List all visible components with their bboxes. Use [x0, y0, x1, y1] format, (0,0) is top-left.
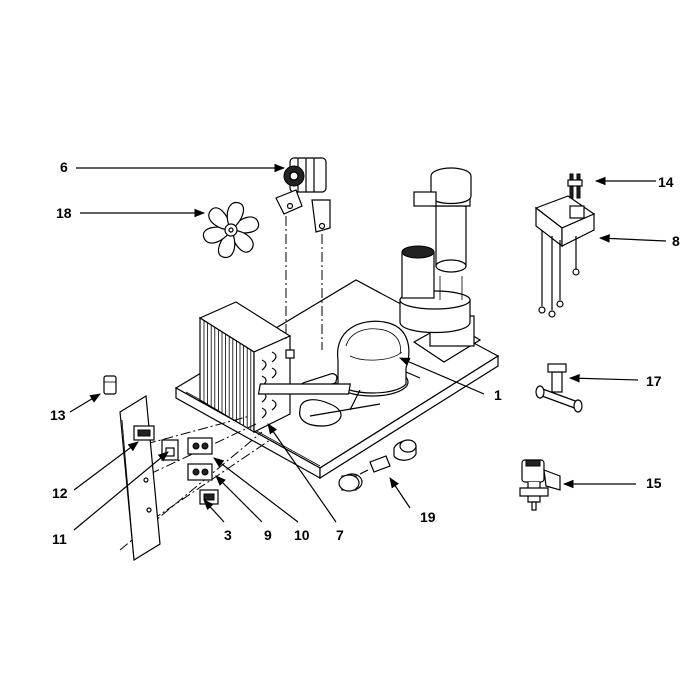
- pump-assembly: [399, 167, 482, 363]
- callout-9: 9: [264, 527, 272, 543]
- callout-11: 11: [52, 531, 67, 547]
- switch-lower: [187, 463, 213, 481]
- switch-upper: [187, 437, 213, 455]
- callout-6: 6: [60, 159, 68, 175]
- callout-8: 8: [672, 233, 680, 249]
- bracket: [161, 439, 179, 461]
- relay: [133, 425, 155, 441]
- callout-12: 12: [52, 485, 68, 501]
- callout-labels: 6 18 14 8 1 17 13 12 11 3 9 10 7 19 15: [50, 159, 680, 547]
- callout-13: 13: [50, 407, 66, 423]
- condenser-coil: [198, 301, 295, 434]
- callout-3: 3: [224, 527, 232, 543]
- float-switch-assembly: [534, 173, 596, 318]
- water-valve: [519, 459, 561, 511]
- cover-cap: [103, 375, 117, 395]
- control-board: [119, 394, 161, 562]
- callout-7: 7: [336, 527, 344, 543]
- leader-lines: [69, 163, 667, 531]
- callout-19: 19: [420, 509, 436, 525]
- expansion-valve: [535, 363, 583, 413]
- callout-10: 10: [294, 527, 310, 543]
- callout-14: 14: [658, 174, 674, 190]
- fittings: [338, 439, 417, 492]
- fan-motor: [275, 157, 331, 233]
- capacitor: [199, 489, 219, 505]
- fan-blade: [202, 202, 260, 258]
- callout-18: 18: [56, 205, 72, 221]
- callout-1: 1: [494, 387, 502, 403]
- callout-15: 15: [646, 475, 662, 491]
- callout-17: 17: [646, 373, 662, 389]
- compressor: [257, 320, 421, 411]
